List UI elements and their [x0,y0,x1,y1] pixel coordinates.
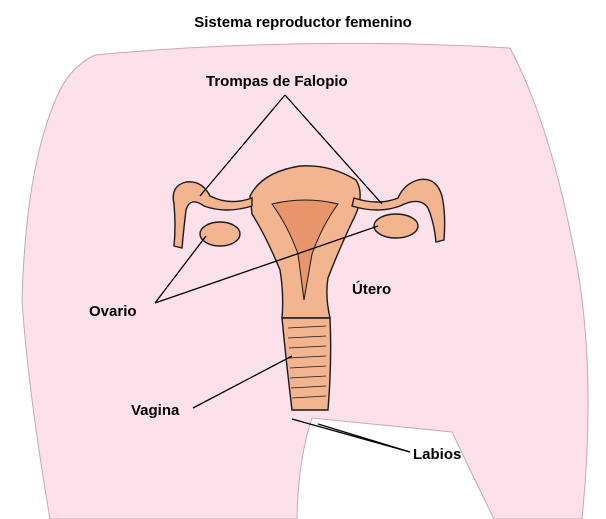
leader-fallopian-left [199,94,286,197]
leader-vagina [192,355,293,409]
label-ovary: Ovario [89,303,137,320]
right-ovary [373,213,419,239]
vaginal-folds [287,325,327,399]
right-fallopian-tube [351,178,446,243]
leader-fallopian-right [284,94,383,205]
diagram-title: Sistema reproductor femenino [194,14,412,31]
label-fallopian-tubes: Trompas de Falopio [206,73,348,90]
leader-ovary-right [154,225,379,304]
uterine-cavity [271,199,339,301]
label-uterus: Útero [352,281,392,298]
left-fallopian-tube [172,181,253,249]
vagina [281,317,332,411]
label-vagina: Vagina [131,402,180,419]
label-labia: Labios [413,446,462,463]
left-ovary [199,221,241,247]
leader-lines [154,94,411,453]
leader-ovary-left [154,235,207,304]
leader-labia-b [317,423,411,453]
